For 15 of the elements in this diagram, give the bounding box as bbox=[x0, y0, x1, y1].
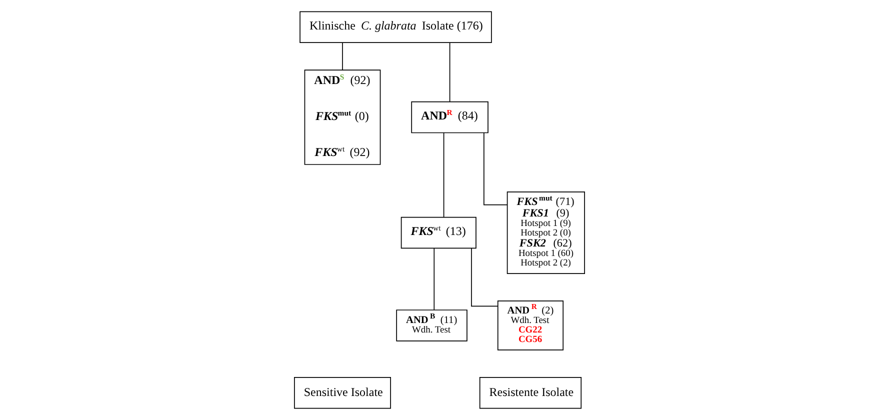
node-box: AND$^{B}$ (11) Wdh. Test bbox=[396, 310, 468, 342]
node-box: Sensitive Isolate bbox=[294, 376, 391, 409]
connector bbox=[449, 42, 450, 102]
node-box: AND$^{R}$ (84) bbox=[411, 101, 488, 134]
node-box: FKS$^{mut}$ (71) FKS1 (9) Hotspot 1 (9) Hotspot 2 (0) FSK2 (62) Hotspot 1 (60) Hotspot 2 (2) bbox=[506, 192, 585, 274]
connector bbox=[434, 248, 435, 310]
node-box: AND$^{R}$ (2) Wdh. Test CG22 CG56 bbox=[497, 300, 564, 350]
connector bbox=[471, 248, 498, 307]
node-box: FKS$^{wt}$ (13) bbox=[400, 216, 476, 249]
node-box: AND$^{S}$ (92) FKS$^{mut}$ (0) FKS$^{wt}$ (92) bbox=[304, 70, 381, 165]
connector bbox=[484, 132, 508, 206]
connector bbox=[342, 42, 343, 70]
connector bbox=[443, 132, 444, 218]
node-box: Klinische C. glabrata Isolate (176) bbox=[300, 11, 492, 44]
node-box: Resistente Isolate bbox=[479, 376, 582, 409]
